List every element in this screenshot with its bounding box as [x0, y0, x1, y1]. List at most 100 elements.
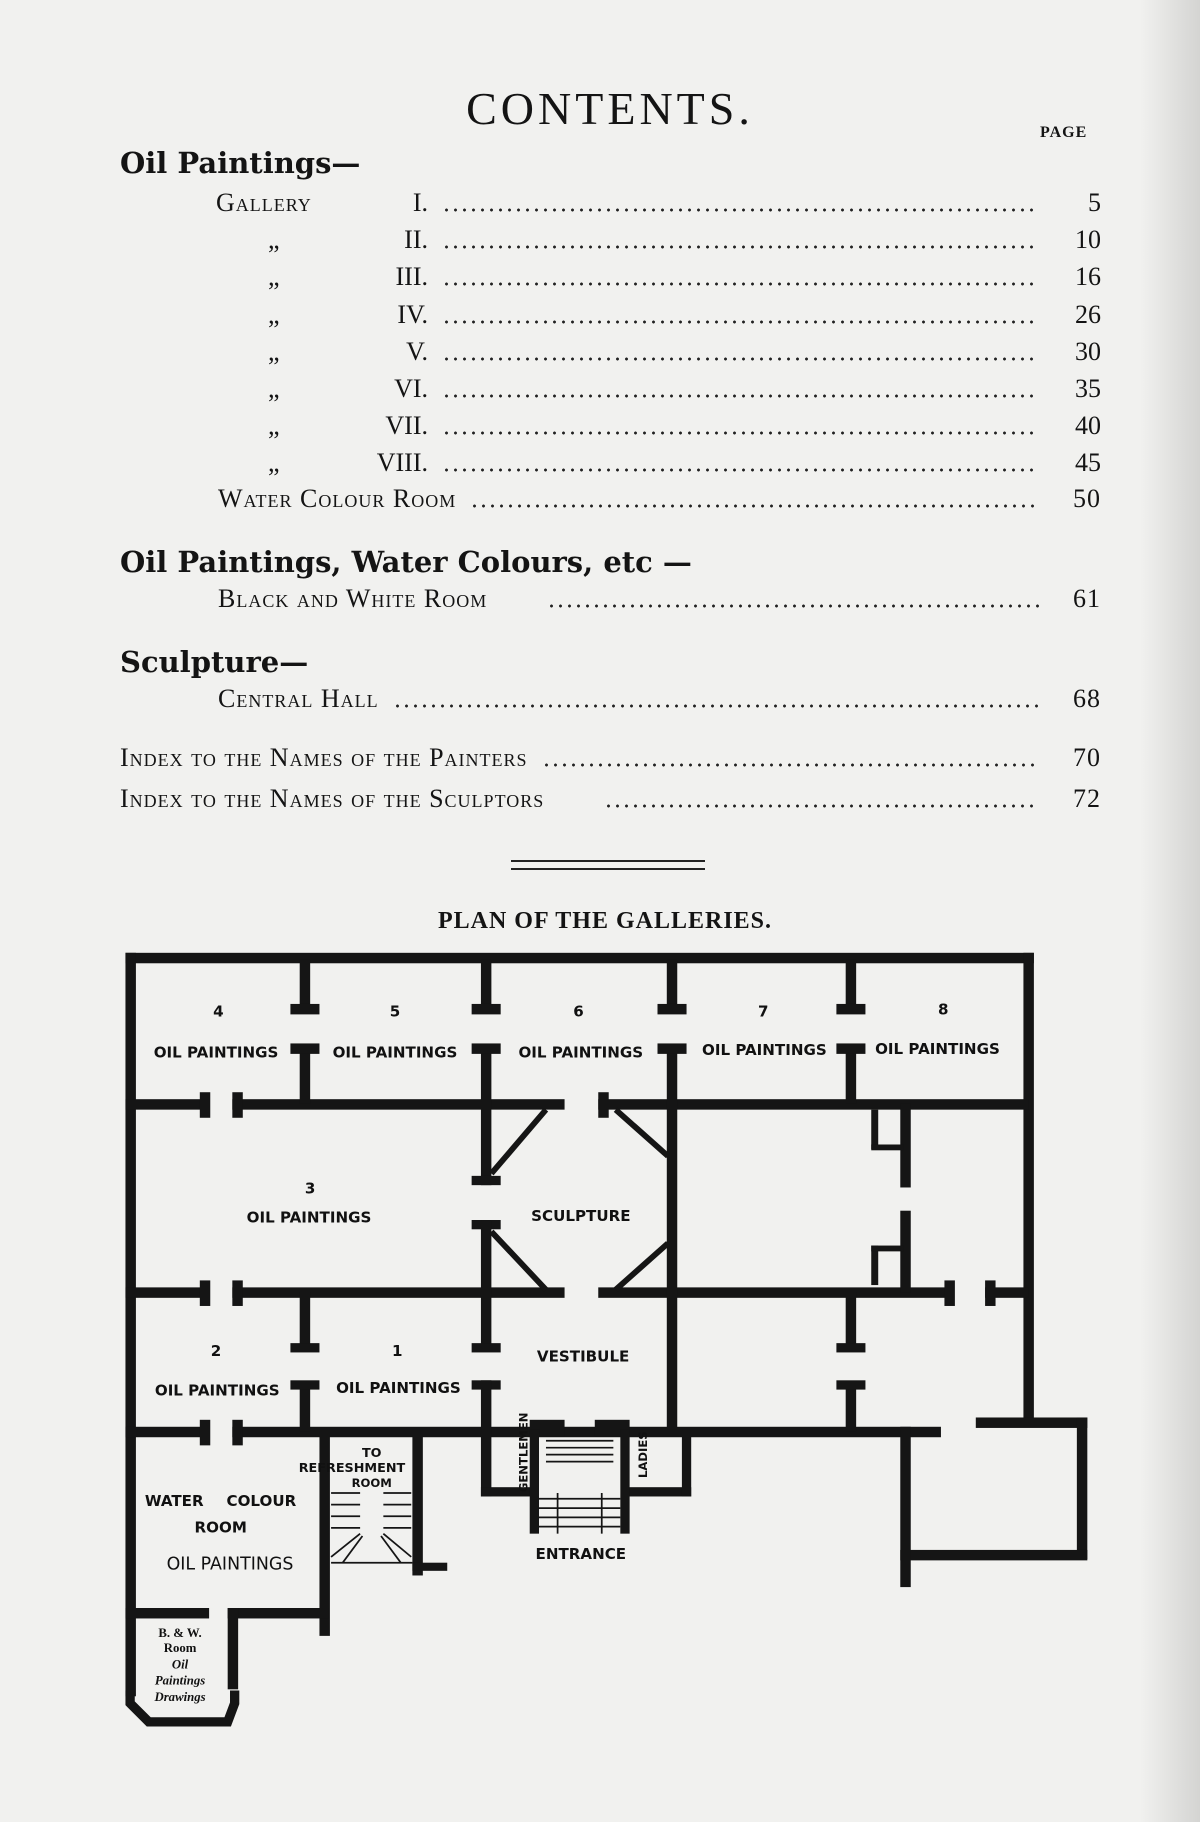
gallery-prefix: „	[268, 448, 281, 478]
room-5-label: OIL PAINTINGS	[333, 1043, 458, 1061]
toc-entry-gallery: „II.10	[216, 225, 1101, 255]
toc-entry-page: 16	[1075, 262, 1101, 292]
section-heading-mixed: Oil Paintings, Water Colours, etc —	[120, 545, 692, 579]
room-1-label: OIL PAINTINGS	[336, 1379, 461, 1397]
gallery-numeral: IV.	[397, 299, 428, 329]
refreshment-label: REFRESHMENT	[299, 1461, 406, 1476]
toc-entry-page: 5	[1088, 188, 1101, 217]
refreshment-label-to: TO	[362, 1446, 382, 1461]
entrance-label: ENTRANCE	[536, 1545, 627, 1563]
room-4-label: OIL PAINTINGS	[154, 1043, 279, 1061]
gallery-prefix: „	[268, 374, 281, 403]
toc-entry-page: 50	[1073, 484, 1101, 513]
plan-diagonals	[489, 1107, 670, 1292]
plan-title: PLAN OF THE GALLERIES.	[437, 908, 773, 934]
toc-entry: Water Colour Room 50	[218, 484, 1101, 514]
bw-room-room: Room	[164, 1641, 197, 1655]
dot-leader	[442, 245, 1039, 250]
bw-room-drawings: Drawings	[154, 1690, 206, 1704]
toc-entry-gallery: „ VI. 35	[216, 374, 1101, 404]
toc-entry-page: 61	[1073, 584, 1101, 613]
toc-entry: Index to the Names of the Sculptors 72	[120, 784, 1101, 814]
room-number-8: 8	[938, 1000, 949, 1018]
water-label: WATER	[145, 1492, 204, 1510]
gallery-numeral: VI.	[394, 374, 428, 403]
water-colour-room-label: ROOM	[195, 1518, 247, 1536]
toc-entry-gallery: Gallery I. 5	[216, 188, 1101, 218]
toc-entry-gallery: „ VIII. 45	[216, 448, 1101, 478]
dot-leader	[392, 704, 1039, 708]
room-number-7: 7	[758, 1003, 769, 1021]
toc-entry-gallery: „ III. 16	[216, 262, 1101, 292]
toc-entry-gallery: „VII.40	[216, 411, 1101, 441]
room-2-label: OIL PAINTINGS	[155, 1381, 280, 1399]
toc-entry-page: 72	[1073, 784, 1101, 813]
room-6-label: OIL PAINTINGS	[518, 1043, 643, 1061]
gallery-numeral: VII.	[385, 411, 428, 441]
sculpture-hall-label: SCULPTURE	[531, 1207, 630, 1225]
bw-room-wall	[125, 1690, 240, 1727]
toc-entry-page: 68	[1073, 684, 1101, 713]
dot-leader	[442, 356, 1039, 361]
gallery-prefix: „	[268, 299, 281, 329]
gallery-numeral: III.	[395, 262, 428, 292]
plan-walls	[125, 952, 1088, 1697]
toc-entry-gallery: „ V. 30	[216, 337, 1101, 367]
page-column-header: PAGE	[1040, 124, 1088, 141]
toc-entry: Black and White Room 61	[218, 584, 1101, 614]
toc-entry-label: Index to the Names of the Sculptors	[120, 784, 545, 813]
room-number-3: 3	[305, 1179, 316, 1197]
dot-leader	[442, 431, 1039, 436]
dot-leader	[541, 763, 1039, 767]
gallery-numeral: VIII.	[376, 448, 428, 478]
room-3-label: OIL PAINTINGS	[247, 1208, 372, 1226]
dot-leader	[442, 208, 1039, 212]
room-number-5: 5	[390, 1003, 401, 1021]
ladies-label: LADIES	[636, 1431, 650, 1478]
bw-room-paintings: Paintings	[155, 1674, 205, 1688]
bw-room-oil: Oil	[172, 1657, 189, 1671]
gallery-numeral: I.	[412, 188, 428, 217]
page-title: CONTENTS.	[466, 83, 754, 134]
room-number-1: 1	[392, 1342, 403, 1360]
toc-entry-label: Black and White Room	[218, 584, 488, 613]
staircase	[330, 1439, 621, 1564]
refreshment-label-room: ROOM	[352, 1476, 392, 1490]
room-7-label: OIL PAINTINGS	[702, 1041, 827, 1059]
gallery-prefix: „	[268, 336, 281, 366]
gallery-numeral: II.	[404, 225, 428, 255]
toc-entry-label: Water Colour Room	[218, 484, 457, 513]
toc-entry-page: 26	[1075, 299, 1101, 329]
room-8-label: OIL PAINTINGS	[875, 1040, 1000, 1058]
gallery-numeral: V.	[406, 336, 428, 366]
water-colour-room-oil-label: OIL PAINTINGS	[167, 1555, 294, 1575]
room-number-6: 6	[573, 1003, 584, 1021]
double-rule-divider	[511, 860, 705, 870]
dot-leader	[442, 394, 1039, 398]
toc-entry-page: 70	[1073, 743, 1101, 772]
gallery-prefix: „	[268, 411, 281, 441]
vestibule-label: VESTIBULE	[537, 1348, 629, 1366]
section-heading-sculpture: Sculpture—	[120, 645, 309, 679]
bw-room-label: B. & W.	[158, 1626, 201, 1640]
dot-leader	[604, 804, 1039, 808]
dot-leader	[442, 282, 1039, 287]
dot-leader	[442, 319, 1039, 324]
toc-entry-page: 45	[1075, 448, 1101, 478]
toc-entry-page: 30	[1075, 336, 1101, 366]
gallery-prefix: „	[268, 262, 281, 292]
room-number-2: 2	[211, 1342, 222, 1360]
colour-label: COLOUR	[227, 1492, 297, 1510]
page-edge-shadow	[1140, 0, 1200, 1822]
dot-leader	[547, 604, 1039, 608]
gallery-prefix: Gallery	[216, 188, 312, 217]
toc-entry-gallery: „ IV. 26	[216, 300, 1101, 330]
dot-leader	[470, 504, 1039, 508]
gallery-prefix: „	[268, 225, 281, 255]
room-number-4: 4	[213, 1003, 224, 1021]
section-heading-oil-paintings: Oil Paintings—	[120, 146, 361, 180]
toc-entry-page: 35	[1075, 374, 1101, 403]
